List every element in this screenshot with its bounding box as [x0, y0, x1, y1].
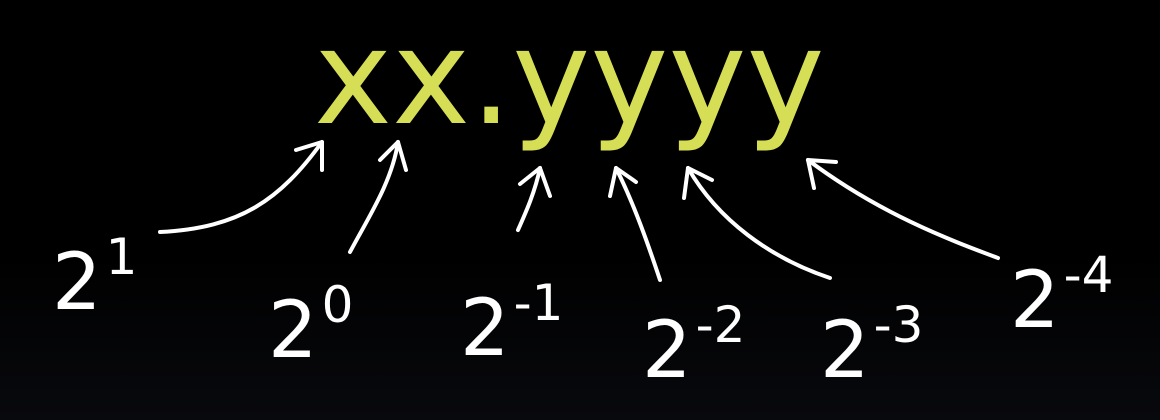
place-value-base: 2: [642, 306, 692, 396]
place-value-exponent: 0: [321, 276, 354, 334]
place-value-2-pow-neg4: 2-4: [1010, 250, 1114, 346]
place-value-2-pow-0: 20: [268, 280, 353, 376]
place-value-base: 2: [268, 286, 318, 376]
place-value-2-pow-1: 21: [52, 232, 137, 328]
place-value-exponent: -2: [695, 296, 746, 354]
place-value-exponent: -3: [873, 296, 924, 354]
arrow-2-pow-0: [348, 140, 408, 254]
place-value-base: 2: [1010, 256, 1060, 346]
binary-notation: xx.yyyy: [314, 1, 825, 155]
place-value-2-pow-neg2: 2-2: [642, 300, 746, 396]
place-value-exponent: -4: [1063, 246, 1114, 304]
place-value-base: 2: [52, 238, 102, 328]
arrow-2-pow-neg2: [608, 166, 662, 282]
arrow-2-pow-neg1: [516, 166, 552, 232]
place-value-base: 2: [820, 306, 870, 396]
arrow-2-pow-neg3: [682, 166, 832, 280]
place-value-base: 2: [460, 284, 510, 374]
place-value-2-pow-neg1: 2-1: [460, 278, 564, 374]
place-value-exponent: 1: [105, 228, 138, 286]
arrow-2-pow-neg4: [806, 158, 1000, 260]
arrow-2-pow-1: [158, 140, 324, 234]
place-value-2-pow-neg3: 2-3: [820, 300, 924, 396]
place-value-exponent: -1: [513, 274, 564, 332]
